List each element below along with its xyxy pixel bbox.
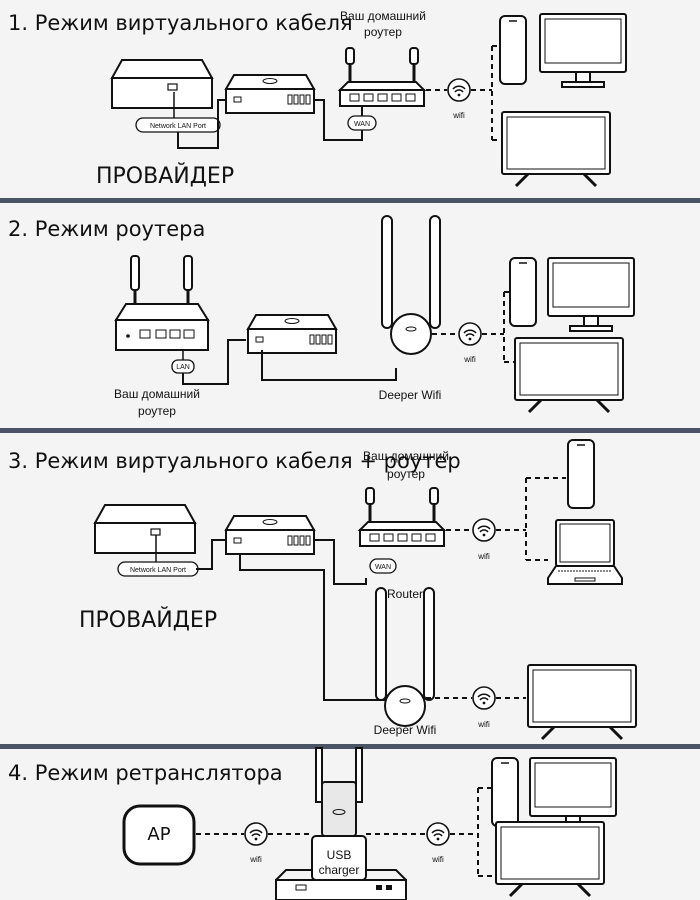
monitor-icon — [529, 757, 617, 832]
provider-device — [111, 59, 213, 109]
wifi-icon — [244, 822, 268, 846]
svg-text:Network LAN Port: Network LAN Port — [130, 567, 186, 574]
wifi-icon — [447, 78, 471, 102]
smartphone-icon — [491, 757, 519, 827]
provider-label: ПРОВАЙДЕР — [79, 607, 217, 633]
provider-device — [94, 504, 196, 554]
tv-icon — [526, 663, 638, 741]
home-router-label-1: Ваш домашний — [363, 449, 449, 463]
access-point-device: AP — [122, 804, 196, 866]
home-router-device — [358, 486, 446, 548]
section-divider — [0, 744, 700, 749]
deeper-wifi-device — [375, 587, 435, 727]
tv-icon — [513, 336, 625, 414]
section-virtual-cable: 1. Режим виртуального кабеля Network LAN… — [8, 9, 627, 189]
usb-label-1: USB — [327, 848, 352, 862]
deeper-connect-device — [225, 74, 315, 114]
wifi-label-2: wifi — [431, 855, 444, 864]
section-1-title: 1. Режим виртуального кабеля — [8, 11, 353, 35]
section-divider — [0, 198, 700, 203]
monitor-icon — [547, 257, 635, 332]
wifi-icon — [472, 518, 496, 542]
deeper-connect-device — [225, 515, 315, 555]
section-repeater: 4. Режим ретранслятора AP wifi USB charg… — [8, 747, 617, 900]
svg-text:WAN: WAN — [354, 121, 370, 128]
home-router-label-2: роутер — [387, 467, 425, 481]
wifi-label-2: wifi — [477, 720, 490, 729]
section-4-title: 4. Режим ретранслятора — [8, 761, 283, 785]
router-label: Router — [387, 587, 423, 601]
usb-label-2: charger — [319, 863, 360, 877]
wifi-label-1: wifi — [477, 552, 490, 561]
laptop-icon — [547, 519, 623, 585]
home-router-label-1: Ваш домашний — [114, 387, 200, 401]
home-router-device — [114, 255, 210, 351]
deeper-connect-device — [247, 314, 337, 354]
wan-tag: WAN — [347, 115, 377, 131]
wan-tag: WAN — [369, 558, 397, 574]
home-router-label-1: Ваш домашний — [340, 9, 426, 23]
section-divider — [0, 428, 700, 433]
svg-text:LAN: LAN — [176, 364, 190, 371]
wifi-label: wifi — [463, 355, 476, 364]
wifi-icon — [458, 322, 482, 346]
section-2-title: 2. Режим роутера — [8, 217, 205, 241]
tv-icon — [494, 820, 606, 898]
network-lan-port-tag: Network LAN Port — [135, 117, 221, 133]
repeater-device — [315, 747, 363, 837]
deeper-wifi-label: Deeper Wifi — [374, 723, 437, 737]
lan-tag: LAN — [171, 359, 195, 374]
smartphone-icon — [567, 439, 595, 509]
usb-charger-device: USB charger — [275, 835, 407, 900]
section-virtual-cable-router: 3. Режим виртуального кабеля + роутер Ne… — [8, 439, 638, 741]
deeper-wifi-label: Deeper Wifi — [379, 388, 442, 402]
network-lan-port-tag: Network LAN Port — [117, 561, 199, 577]
smartphone-icon — [509, 257, 537, 327]
svg-text:Network LAN Port: Network LAN Port — [150, 123, 206, 130]
section-router-mode: 2. Режим роутера LAN Ваш домашний роутер — [8, 215, 635, 418]
wifi-icon — [426, 822, 450, 846]
wifi-icon — [472, 686, 496, 710]
wifi-label-1: wifi — [249, 855, 262, 864]
monitor-icon — [539, 13, 627, 88]
section-3-title: 3. Режим виртуального кабеля + роутер — [8, 449, 461, 473]
smartphone-icon — [499, 15, 527, 85]
svg-text:WAN: WAN — [375, 564, 391, 571]
ap-label: AP — [147, 824, 170, 845]
wifi-label: wifi — [452, 111, 465, 120]
provider-label: ПРОВАЙДЕР — [96, 163, 234, 189]
tv-icon — [500, 110, 612, 188]
home-router-label-2: роутер — [138, 404, 176, 418]
deeper-wifi-device — [381, 215, 441, 355]
home-router-label-2: роутер — [364, 25, 402, 39]
home-router-device — [338, 46, 426, 108]
